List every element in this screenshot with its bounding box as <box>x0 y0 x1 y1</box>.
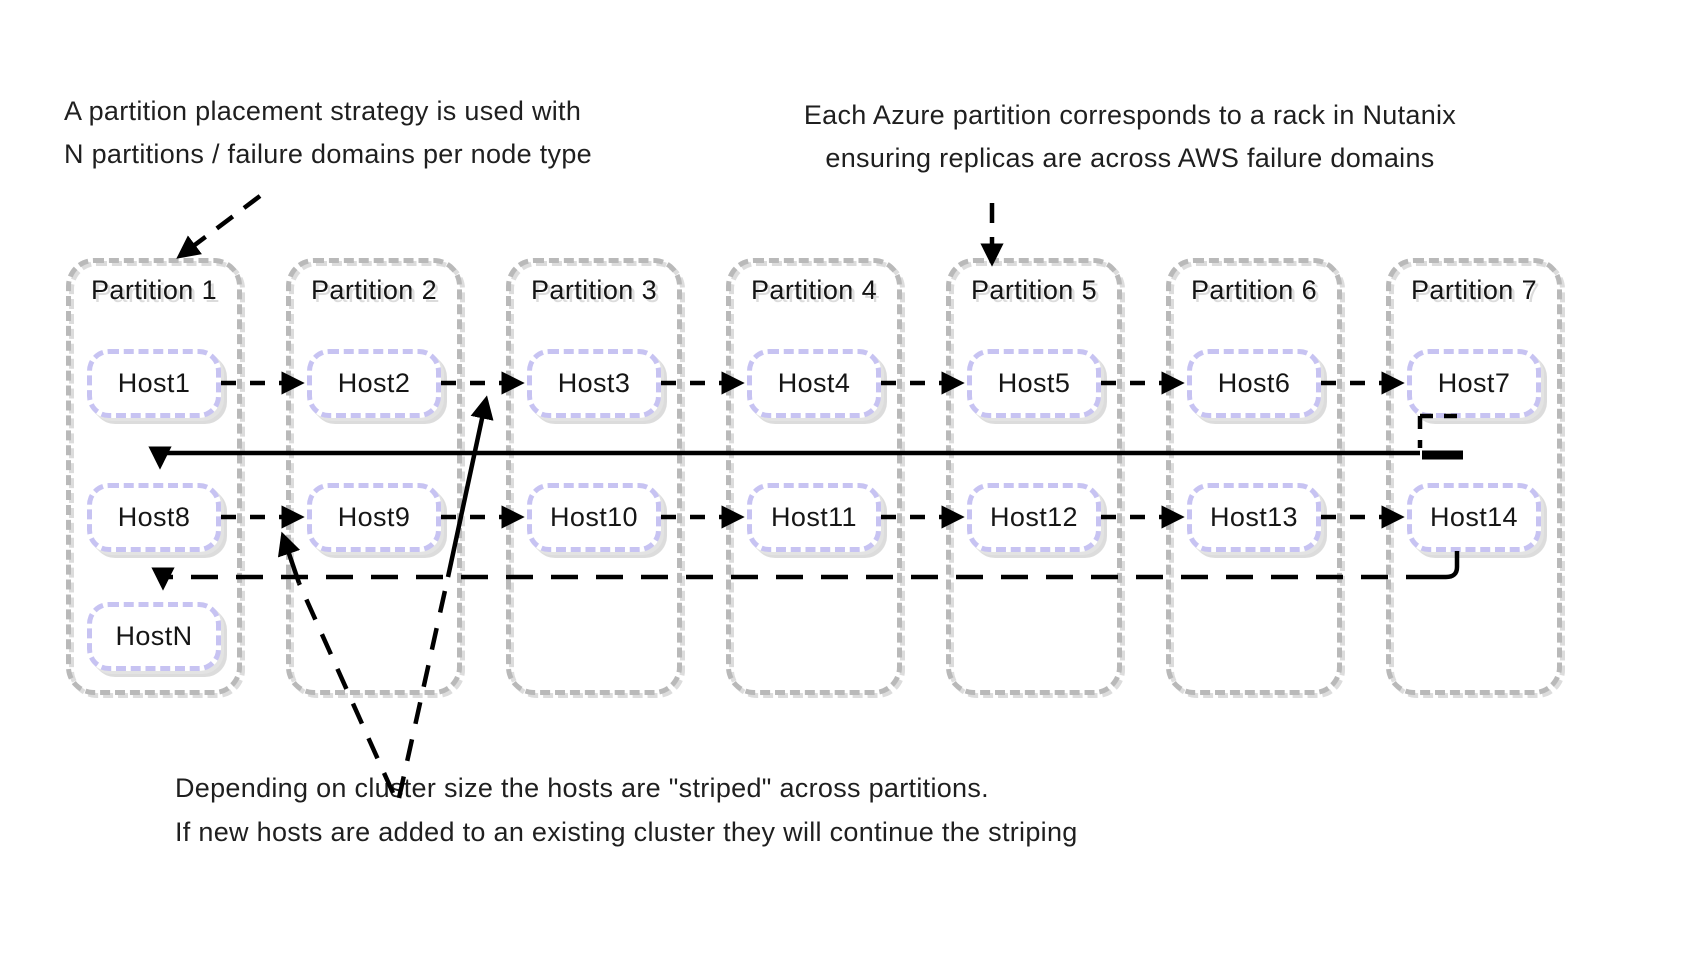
host-box-host10: Host10 <box>527 483 661 552</box>
host-label: Host4 <box>777 368 851 398</box>
annotation-partition-strategy-line2: N partitions / failure domains per node … <box>64 139 592 169</box>
host-box-host14: Host14 <box>1407 483 1541 552</box>
host-label: Host11 <box>771 502 857 532</box>
partition-label: Partition 3 <box>531 275 657 305</box>
annotation-partition-strategy: A partition placement strategy is used w… <box>64 90 724 176</box>
host-label: Host8 <box>117 502 191 532</box>
annotation-striping-line1: Depending on cluster size the hosts are … <box>175 773 989 803</box>
partition-label: Partition 4 <box>751 275 877 305</box>
annotation-azure-rack-line2: ensuring replicas are across AWS failure… <box>825 143 1435 173</box>
host-box-hostn: HostN <box>87 602 221 671</box>
annotation-arrow-top-left <box>176 194 262 259</box>
partition-box-2: Partition 2 Host2 Host9 <box>286 258 462 695</box>
partition-box-4: Partition 4 Host4 Host11 <box>726 258 902 695</box>
host-label: Host14 <box>1430 502 1518 532</box>
annotation-partition-strategy-line1: A partition placement strategy is used w… <box>64 96 582 126</box>
partition-box-1: Partition 1 Host1 Host8 HostN <box>66 258 242 695</box>
partition-label: Partition 6 <box>1191 275 1317 305</box>
host-label: Host12 <box>990 502 1078 532</box>
partition-box-5: Partition 5 Host5 Host12 <box>946 258 1122 695</box>
partition-box-3: Partition 3 Host3 Host10 <box>506 258 682 695</box>
partition-box-6: Partition 6 Host6 Host13 <box>1166 258 1342 695</box>
host-label: HostN <box>115 621 193 651</box>
annotation-azure-rack: Each Azure partition corresponds to a ra… <box>730 94 1530 180</box>
host-label: Host5 <box>997 368 1071 398</box>
host-label: Host7 <box>1437 368 1511 398</box>
host-box-host11: Host11 <box>747 483 881 552</box>
host-box-host6: Host6 <box>1187 349 1321 418</box>
host-box-host1: Host1 <box>87 349 221 418</box>
partition-box-7: Partition 7 Host7 Host14 <box>1386 258 1562 695</box>
annotation-striping-line2: If new hosts are added to an existing cl… <box>175 817 1078 847</box>
annotation-striping: Depending on cluster size the hosts are … <box>175 766 1375 854</box>
partition-label: Partition 2 <box>311 275 437 305</box>
host-box-host13: Host13 <box>1187 483 1321 552</box>
host-box-host4: Host4 <box>747 349 881 418</box>
host-box-host12: Host12 <box>967 483 1101 552</box>
host-box-host7: Host7 <box>1407 349 1541 418</box>
host-label: Host10 <box>550 502 638 532</box>
annotation-azure-rack-line1: Each Azure partition corresponds to a ra… <box>803 100 1457 130</box>
host-label: Host9 <box>337 502 411 532</box>
partition-label: Partition 1 <box>91 275 217 305</box>
host-box-host5: Host5 <box>967 349 1101 418</box>
partition-label: Partition 5 <box>971 275 1097 305</box>
host-label: Host6 <box>1217 368 1291 398</box>
host-box-host8: Host8 <box>87 483 221 552</box>
host-box-host9: Host9 <box>307 483 441 552</box>
host-label: Host3 <box>557 368 631 398</box>
host-box-host3: Host3 <box>527 349 661 418</box>
host-label: Host13 <box>1210 502 1298 532</box>
host-box-host2: Host2 <box>307 349 441 418</box>
host-label: Host1 <box>117 368 191 398</box>
host-label: Host2 <box>337 368 411 398</box>
partition-label: Partition 7 <box>1411 275 1537 305</box>
